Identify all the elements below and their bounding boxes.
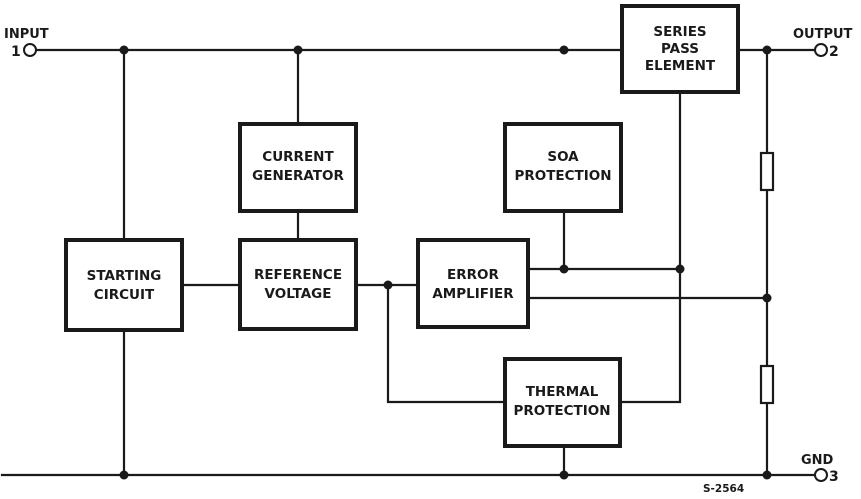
output-terminal-icon bbox=[814, 43, 828, 57]
block-label-line: AMPLIFIER bbox=[432, 286, 514, 302]
pin-number: 3 bbox=[829, 469, 839, 485]
block-series-pass-element: SERIES PASS ELEMENT bbox=[620, 4, 740, 94]
wire-reference-to-thermal bbox=[386, 283, 507, 404]
junction-dot bbox=[762, 45, 772, 55]
junction-dot bbox=[762, 470, 772, 480]
block-label-line: PROTECTION bbox=[513, 403, 610, 419]
block-label-line: PROTECTION bbox=[514, 168, 611, 184]
junction-dot bbox=[559, 45, 569, 55]
block-label-line: STARTING bbox=[87, 268, 162, 284]
pin-gnd: GND 3 bbox=[801, 453, 839, 485]
block-label-line: SERIES bbox=[653, 24, 706, 40]
junction-dot bbox=[119, 470, 129, 480]
reference-code: S-2564 bbox=[703, 483, 744, 495]
block-label-line: REFERENCE bbox=[254, 267, 342, 283]
block-current-generator: CURRENT GENERATOR bbox=[238, 122, 358, 213]
junction-dot bbox=[675, 264, 685, 274]
wires bbox=[0, 48, 817, 477]
block-label-line: GENERATOR bbox=[252, 168, 344, 184]
block-label-line: ELEMENT bbox=[645, 58, 716, 74]
block-label-line: THERMAL bbox=[526, 384, 599, 400]
pin-label: GND bbox=[801, 453, 834, 468]
pin-label: OUTPUT bbox=[793, 27, 853, 42]
pin-output: OUTPUT 2 bbox=[793, 27, 853, 60]
block-label-line: ERROR bbox=[447, 267, 499, 283]
pin-number: 1 bbox=[11, 44, 21, 60]
block-label-line: CURRENT bbox=[262, 149, 334, 165]
block-thermal-protection: THERMAL PROTECTION bbox=[503, 357, 622, 448]
gnd-terminal-icon bbox=[814, 468, 828, 482]
block-label-line: SOA bbox=[547, 149, 579, 165]
block-starting-circuit: STARTING CIRCUIT bbox=[64, 238, 184, 332]
junction-dot bbox=[762, 293, 772, 303]
pin-input: INPUT 1 bbox=[4, 27, 49, 60]
block-error-amplifier: ERROR AMPLIFIER bbox=[416, 238, 530, 329]
resistor-upper bbox=[759, 151, 775, 192]
junction-dot bbox=[293, 45, 303, 55]
block-soa-protection: SOA PROTECTION bbox=[503, 122, 623, 213]
block-reference-voltage: REFERENCE VOLTAGE bbox=[238, 238, 358, 331]
junctions bbox=[119, 45, 772, 480]
resistor-lower bbox=[759, 364, 775, 405]
junction-dot bbox=[119, 45, 129, 55]
input-terminal-icon bbox=[23, 43, 37, 57]
pin-number: 2 bbox=[829, 44, 839, 60]
block-label-line: CIRCUIT bbox=[94, 287, 155, 303]
block-label-line: PASS bbox=[661, 41, 699, 57]
pin-label: INPUT bbox=[4, 27, 49, 42]
block-label-line: VOLTAGE bbox=[265, 286, 332, 302]
junction-dot bbox=[559, 470, 569, 480]
junction-dot bbox=[559, 264, 569, 274]
junction-dot bbox=[383, 280, 393, 290]
wire-thermal-to-control bbox=[618, 267, 682, 404]
